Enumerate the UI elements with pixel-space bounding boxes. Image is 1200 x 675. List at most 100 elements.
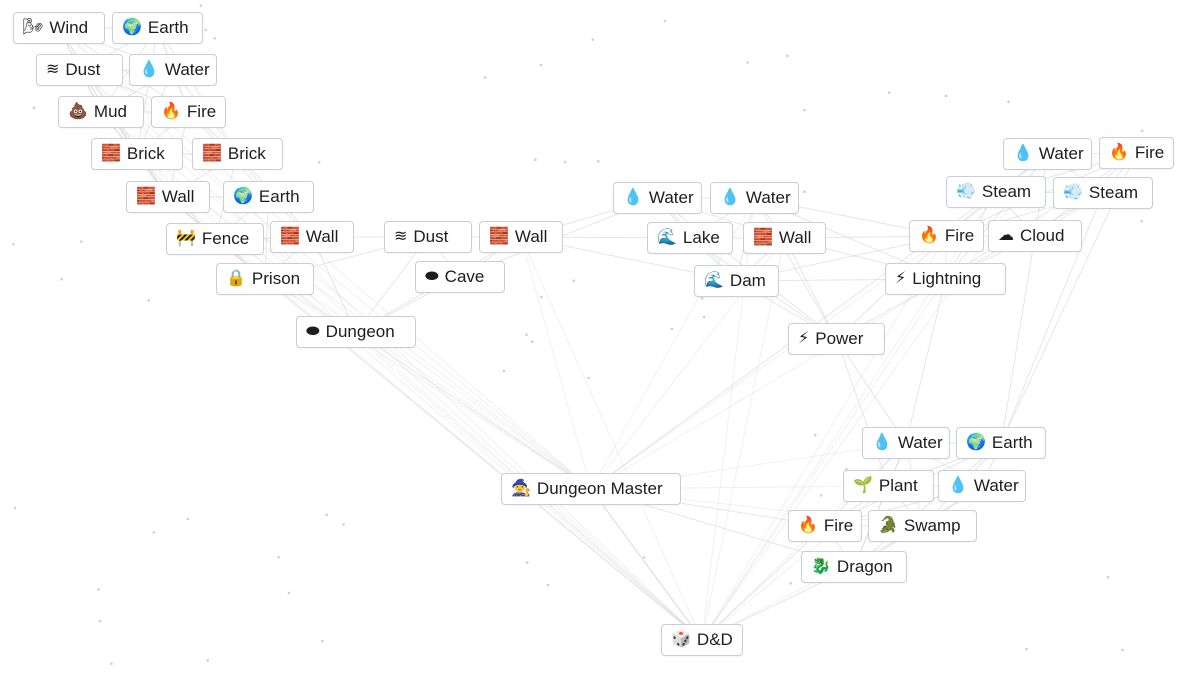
tile-swamp[interactable]: 🐊Swamp (868, 510, 977, 542)
connection-line (905, 278, 946, 444)
tile-prison[interactable]: 🔒Prison (216, 263, 314, 295)
tile-mud[interactable]: 💩Mud (58, 96, 144, 128)
background-dot (287, 591, 291, 595)
tile-steam[interactable]: 💨Steam (1053, 177, 1153, 209)
tile-earth[interactable]: 🌍Earth (956, 427, 1046, 459)
tile-water[interactable]: 💧Water (1003, 138, 1092, 170)
water-drop-icon: 💧 (139, 61, 159, 78)
background-dot (13, 506, 17, 510)
background-dot (1140, 219, 1143, 223)
background-dot (325, 513, 329, 517)
wall-icon: 🧱 (489, 228, 509, 245)
tile-label: Earth (147, 18, 189, 37)
tile-fence[interactable]: 🚧Fence (166, 223, 264, 255)
dragon-icon: 🐉 (811, 558, 831, 575)
connection-line (701, 278, 946, 641)
connection-line (590, 278, 946, 490)
wave-icon: 🌊 (704, 272, 724, 289)
background-dot (1141, 129, 1144, 133)
tile-water[interactable]: 💧Water (862, 427, 950, 459)
connection-line (853, 442, 1002, 568)
background-dot (152, 531, 156, 534)
tile-wall[interactable]: 🧱Wall (743, 222, 826, 254)
tile-label: Dungeon (325, 322, 395, 341)
background-dot (525, 561, 529, 564)
lock-icon: 🔒 (226, 270, 246, 287)
connection-line (590, 488, 703, 641)
background-dot (539, 63, 543, 67)
tile-water[interactable]: 💧Water (710, 182, 799, 214)
tile-label: Power (815, 329, 864, 348)
tile-dungeon-master[interactable]: 🧙Dungeon Master (501, 473, 681, 505)
tile-dam[interactable]: 🌊Dam (694, 265, 779, 297)
tile-steam[interactable]: 💨Steam (946, 176, 1046, 208)
tile-label: Brick (227, 144, 266, 163)
tile-cloud[interactable]: ☁Cloud (988, 220, 1082, 252)
connection-line (590, 153, 1048, 490)
tile-label: Swamp (903, 516, 961, 535)
background-dot (502, 369, 506, 373)
tile-brick[interactable]: 🧱 Brick (192, 138, 283, 170)
background-dot (587, 376, 590, 380)
tile-label: Wall (778, 228, 812, 247)
background-dot (534, 158, 537, 161)
tile-dust[interactable]: ≋Dust (384, 221, 472, 253)
background-dot (819, 494, 823, 497)
tile-water[interactable]: 💧Water (938, 470, 1026, 502)
tile-earth[interactable]: 🌍Earth (223, 181, 314, 213)
background-dot (1106, 575, 1110, 579)
sprout-icon: 🌱 (853, 477, 873, 494)
tile-plant[interactable]: 🌱Plant (843, 470, 934, 502)
tile-lightning[interactable]: ⚡Lightning (885, 263, 1006, 295)
tile-label: Water (897, 433, 943, 452)
tile-fire[interactable]: 🔥Fire (151, 96, 226, 128)
connection-line (1000, 192, 1104, 444)
tile-water[interactable]: 💧Water (129, 54, 217, 86)
background-dot (12, 243, 15, 246)
tile-brick[interactable]: 🧱Brick (91, 138, 183, 170)
fire-icon: 🔥 (919, 227, 939, 244)
tile-wall[interactable]: 🧱Wall (270, 221, 354, 253)
tile-dnd[interactable]: 🎲D&D (661, 624, 743, 656)
tile-lake[interactable]: 🌊 Lake (647, 222, 733, 254)
tile-fire[interactable]: 🔥Fire (909, 220, 984, 252)
tile-label: Brick (126, 144, 165, 163)
wave-icon: 🌊 (657, 229, 677, 246)
connection-line (1000, 235, 1036, 444)
water-drop-icon: 💧 (623, 189, 643, 206)
water-drop-icon: 💧 (1013, 145, 1033, 162)
background-dot (572, 279, 576, 283)
tile-water[interactable]: 💧Water (613, 182, 702, 214)
tile-fire[interactable]: 🔥Fire (788, 510, 862, 542)
tile-dungeon[interactable]: ⬬Dungeon (296, 316, 416, 348)
background-dot (199, 4, 203, 7)
tile-earth[interactable]: 🌍Earth (112, 12, 203, 44)
tile-cave[interactable]: ⬬Cave (415, 261, 505, 293)
background-dot (147, 299, 150, 302)
tile-wall[interactable]: 🧱Wall (479, 221, 563, 253)
background-dot (525, 333, 528, 337)
tile-label: Wind (49, 18, 89, 37)
tile-label: Water (973, 476, 1019, 495)
brick-icon: 🧱 (202, 145, 222, 162)
connection-line (590, 488, 703, 641)
tile-dust[interactable]: ≋Dust (36, 54, 123, 86)
tile-label: Wall (305, 227, 339, 246)
tile-fire[interactable]: 🔥Fire (1099, 137, 1174, 169)
connection-line (264, 278, 592, 490)
tile-power[interactable]: ⚡Power (788, 323, 885, 355)
background-dot (540, 295, 543, 299)
tile-label: Dust (65, 60, 101, 79)
tile-label: Steam (1088, 183, 1139, 202)
tile-wind[interactable]: 🌬Wind (13, 12, 105, 44)
connection-line (945, 152, 1137, 280)
connection-line (701, 235, 947, 641)
lightning-icon: ⚡ (895, 270, 907, 287)
tile-dragon[interactable]: 🐉Dragon (801, 551, 907, 583)
earth-icon: 🌍 (966, 434, 986, 451)
tile-wall[interactable]: 🧱Wall (126, 181, 210, 213)
connection-line (520, 236, 703, 641)
connection-line (136, 27, 158, 155)
connection-line (701, 525, 923, 641)
tile-label: Lake (682, 228, 720, 247)
